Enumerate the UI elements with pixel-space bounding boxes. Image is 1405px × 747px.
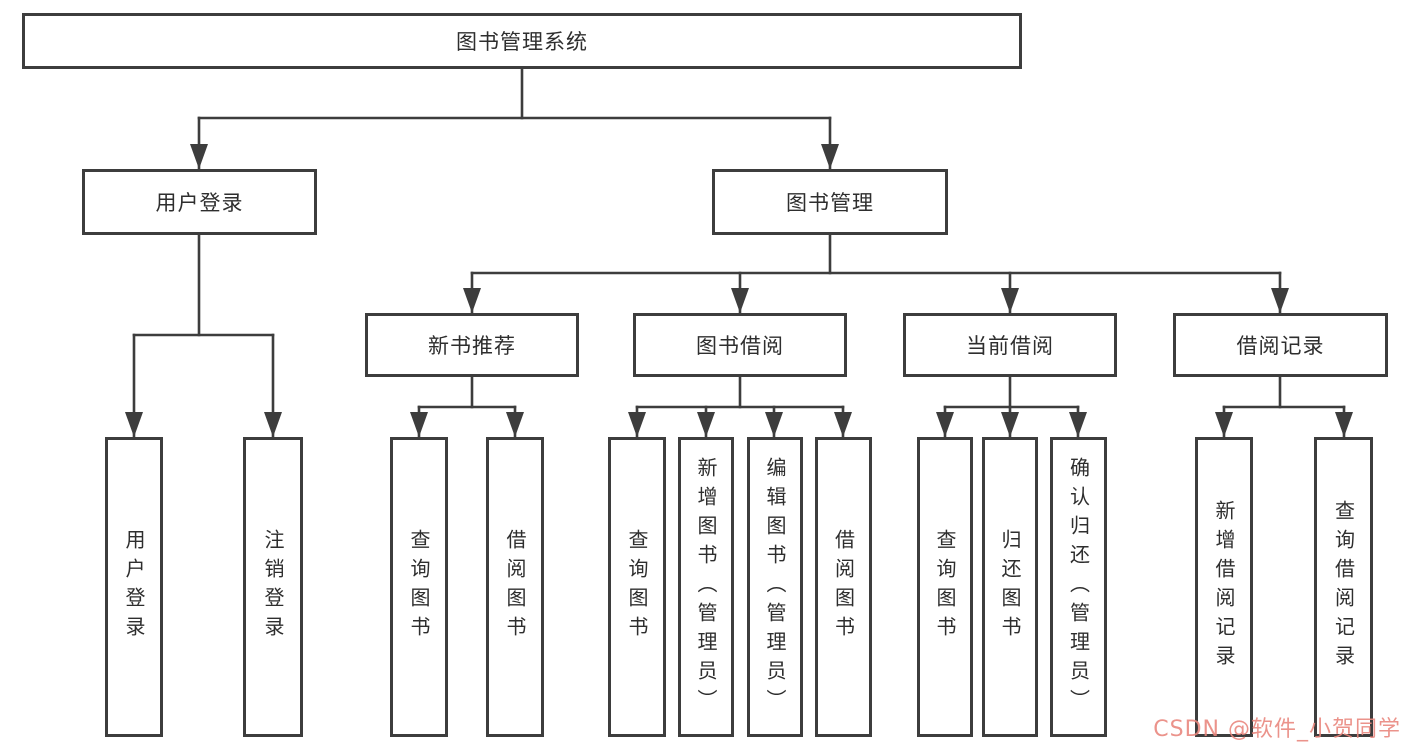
leaf-confirm-return-admin: 确认归还（管理员） xyxy=(1050,437,1107,737)
leaf-label: 新增借阅记录 xyxy=(1212,500,1236,674)
leaf-label: 查询图书 xyxy=(625,529,649,645)
leaf-logout: 注销登录 xyxy=(243,437,303,737)
leaf-label: 借阅图书 xyxy=(831,529,856,645)
node-book-borrow: 图书借阅 xyxy=(633,313,847,377)
leaf-label: 新增图书（管理员） xyxy=(694,456,718,718)
leaf-query-books-current: 查询图书 xyxy=(917,437,973,737)
node-library-management-system: 图书管理系统 xyxy=(22,13,1022,69)
leaf-label: 查询图书 xyxy=(407,529,431,645)
node-label: 图书管理 xyxy=(786,191,874,215)
leaf-user-login: 用户登录 xyxy=(105,437,163,737)
leaf-return-book: 归还图书 xyxy=(982,437,1038,737)
node-label: 当前借阅 xyxy=(966,334,1054,358)
leaf-label: 用户登录 xyxy=(122,529,146,645)
leaf-edit-book-admin: 编辑图书（管理员） xyxy=(747,437,803,737)
node-label: 图书管理系统 xyxy=(456,30,588,54)
leaf-label: 编辑图书（管理员） xyxy=(763,456,787,718)
leaf-add-borrow-record: 新增借阅记录 xyxy=(1195,437,1253,737)
leaf-query-books-borrow: 查询图书 xyxy=(608,437,666,737)
node-label: 用户登录 xyxy=(155,191,244,215)
leaf-borrow-books: 借阅图书 xyxy=(815,437,872,737)
leaf-borrow-books-recommend: 借阅图书 xyxy=(486,437,544,737)
leaf-query-books-recommend: 查询图书 xyxy=(390,437,448,737)
node-new-book-recommend: 新书推荐 xyxy=(365,313,579,377)
leaf-query-borrow-record: 查询借阅记录 xyxy=(1314,437,1373,737)
node-label: 图书借阅 xyxy=(696,334,784,358)
node-label: 新书推荐 xyxy=(428,334,516,358)
leaf-label: 确认归还（管理员） xyxy=(1066,456,1091,718)
leaf-label: 查询借阅记录 xyxy=(1331,500,1356,674)
node-borrow-records: 借阅记录 xyxy=(1173,313,1388,377)
node-user-login: 用户登录 xyxy=(82,169,317,235)
leaf-label: 注销登录 xyxy=(261,529,285,645)
node-label: 借阅记录 xyxy=(1236,334,1325,358)
leaf-label: 查询图书 xyxy=(933,529,957,645)
node-current-borrow: 当前借阅 xyxy=(903,313,1117,377)
leaf-label: 借阅图书 xyxy=(503,529,527,645)
node-book-management: 图书管理 xyxy=(712,169,948,235)
leaf-label: 归还图书 xyxy=(998,529,1022,645)
leaf-add-book-admin: 新增图书（管理员） xyxy=(678,437,734,737)
